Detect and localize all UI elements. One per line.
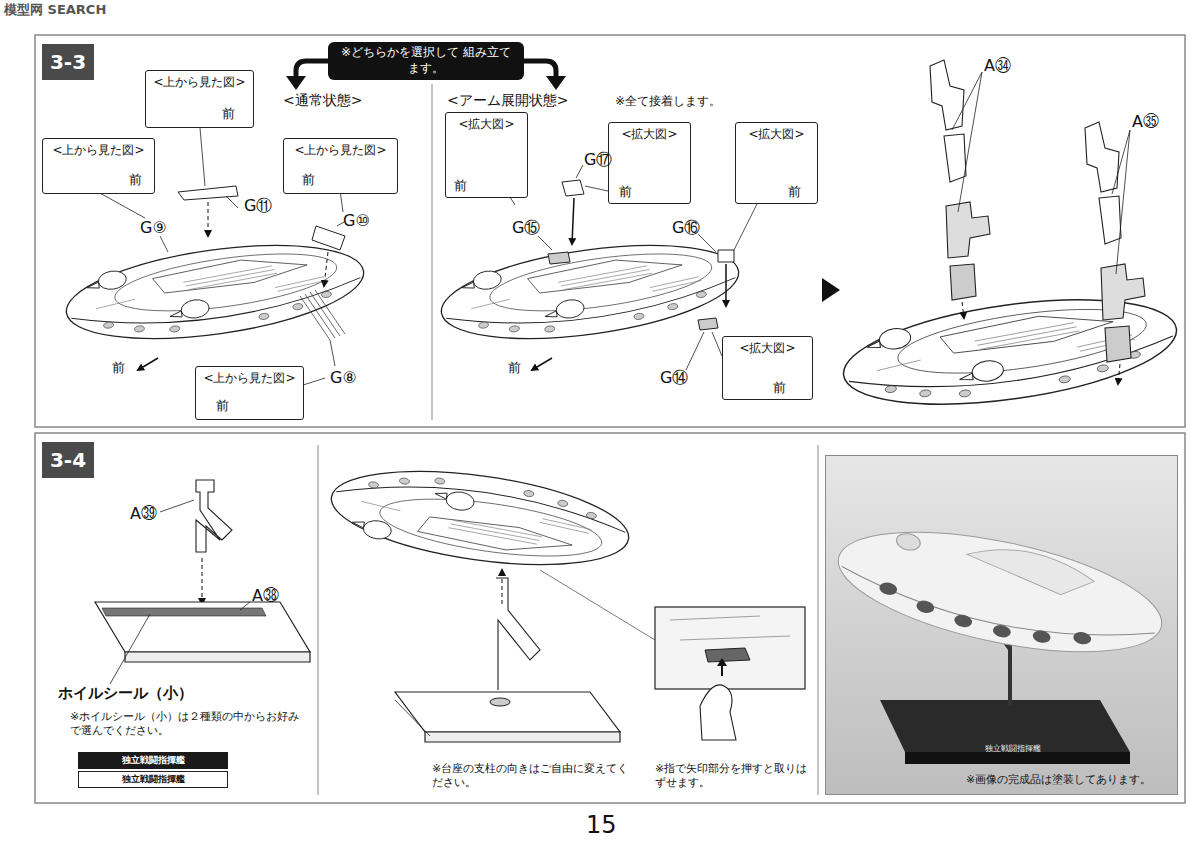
note: ※指で矢印部分を押すと取りはずせます。 xyxy=(655,762,815,790)
magnified-box: <拡大図> 前 xyxy=(445,112,528,198)
front-marker: 前 xyxy=(619,183,632,201)
step-number: 3-4 xyxy=(42,442,94,478)
box-text: <上から見た図> xyxy=(284,142,397,159)
front-marker: 前 xyxy=(112,360,125,376)
top-view-box: <上から見た図> 前 xyxy=(42,138,155,194)
box-text: ※画像の完成品は塗装してあります。 xyxy=(966,772,1151,787)
box-text: <上から見た図> xyxy=(43,142,154,159)
box-text: <拡大図> xyxy=(736,126,817,143)
ship-name: 独立戦闘指揮艦 xyxy=(985,744,1041,754)
note: ※台座の支柱の向きはご自由に変えてください。 xyxy=(432,762,632,790)
box-text: <拡大図> xyxy=(609,126,690,143)
page-number: 15 xyxy=(586,810,617,840)
state-heading: <アーム展開状態> xyxy=(447,92,568,110)
box-text: <上から見た図> xyxy=(146,74,253,91)
note: ※全て接着します。 xyxy=(615,94,721,109)
part-number: A㊳ xyxy=(252,586,279,606)
part-number: G⑧ xyxy=(330,368,357,388)
magnified-box: <拡大図> 前 xyxy=(608,122,691,204)
sticker-sample: 独立戦闘指揮艦 xyxy=(78,752,228,769)
part-number: G⑭ xyxy=(660,368,688,388)
part-number: A㊴ xyxy=(130,504,157,524)
box-text: ※どちらかを選択して 組み立てます。 xyxy=(336,45,516,76)
box-text: 3-4 xyxy=(50,448,86,472)
front-marker: 前 xyxy=(454,177,467,195)
front-marker: 前 xyxy=(129,171,142,189)
step-number: 3-3 xyxy=(42,44,94,80)
magnified-box: <拡大図> 前 xyxy=(722,336,813,400)
choice-banner: ※どちらかを選択して 組み立てます。 xyxy=(328,42,524,80)
top-view-box: <上から見た図> 前 xyxy=(145,70,254,128)
part-number: G⑯ xyxy=(672,218,700,238)
note: ※ホイルシール（小）は２種類の中からお好みで選んでください。 xyxy=(70,710,310,738)
sticker-sample: 独立戦闘指揮艦 xyxy=(78,771,228,788)
part-number: G⑩ xyxy=(343,211,370,231)
part-number: G⑰ xyxy=(584,150,612,170)
part-number: G⑨ xyxy=(140,218,167,238)
watermark: 模型网 SEARCH xyxy=(4,2,106,18)
top-view-box: <上から見た図> 前 xyxy=(283,138,398,194)
part-number: G⑮ xyxy=(512,218,540,238)
part-number: A㉞ xyxy=(984,56,1011,76)
box-text: <拡大図> xyxy=(723,340,812,357)
front-marker: 前 xyxy=(302,171,315,189)
front-marker: 前 xyxy=(508,360,521,376)
part-number: G⑪ xyxy=(244,196,272,216)
box-text: <拡大図> xyxy=(446,116,527,133)
front-marker: 前 xyxy=(773,379,786,397)
front-marker: 前 xyxy=(216,397,229,415)
state-heading: <通常状態> xyxy=(283,92,362,110)
magnified-box: <拡大図> 前 xyxy=(735,122,818,204)
top-view-box: <上から見た図> 前 xyxy=(195,366,304,420)
box-text: 独立戦闘指揮艦 xyxy=(122,773,185,786)
front-marker: 前 xyxy=(222,105,235,123)
part-number: A㉟ xyxy=(1132,112,1159,132)
box-text: <上から見た図> xyxy=(196,370,303,387)
box-text: 3-3 xyxy=(50,50,86,74)
sticker-heading: ホイルシール（小） xyxy=(58,684,193,703)
front-marker: 前 xyxy=(788,183,801,201)
box-text: 独立戦闘指揮艦 xyxy=(122,754,185,767)
